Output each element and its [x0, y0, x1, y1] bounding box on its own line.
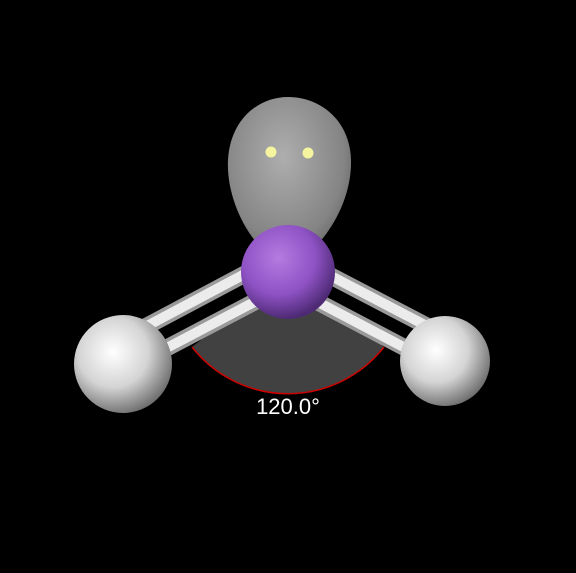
central-atom[interactable] — [241, 225, 335, 319]
outer-atom-right[interactable] — [400, 316, 490, 406]
outer-atom-left[interactable] — [74, 315, 172, 413]
lone-pair-electron-dot — [302, 147, 314, 159]
lone-pair-lobe — [227, 97, 352, 268]
lone-pair-electron-dot — [265, 146, 277, 158]
bond-angle-arc — [191, 346, 385, 395]
bond-angle-label: 120.0° — [256, 394, 320, 419]
bond-angle-wedge — [192, 272, 384, 394]
